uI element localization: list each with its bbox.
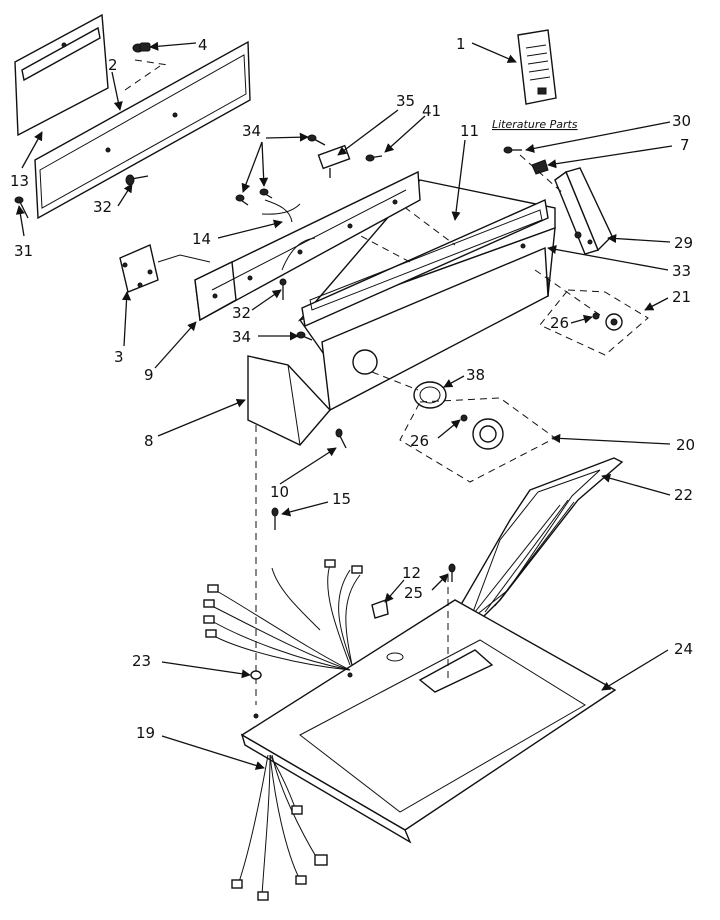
- label-part-4: 4: [198, 36, 208, 54]
- knob-assembly-20: [399, 397, 556, 483]
- label-part-26-lower: 26: [410, 432, 429, 450]
- label-part-38: 38: [466, 366, 485, 384]
- label-part-8: 8: [144, 432, 154, 450]
- screw-41: [365, 154, 383, 162]
- grommet-23: [250, 670, 262, 680]
- label-part-32-top: 32: [93, 198, 112, 216]
- wire-harness-19: [231, 754, 328, 901]
- screw-31: [14, 196, 29, 219]
- screw-10: [335, 428, 347, 449]
- label-part-25: 25: [404, 584, 423, 602]
- screw-32-top: [125, 174, 149, 186]
- wire-harness-14: [203, 203, 363, 671]
- knob-assembly-21: [539, 289, 649, 356]
- leader-lines: [15, 41, 673, 770]
- label-part-7: 7: [680, 136, 690, 154]
- label-part-10: 10: [270, 483, 289, 501]
- label-part-14: 14: [192, 230, 211, 248]
- label-part-35: 35: [396, 92, 415, 110]
- screw-25: [448, 563, 456, 582]
- clip-7: [531, 159, 549, 175]
- label-part-31: 31: [14, 242, 33, 260]
- mounting-bracket: [194, 170, 421, 322]
- literature-booklet: [517, 29, 557, 105]
- lint-screen: [454, 457, 624, 642]
- screw-32-mid: [279, 278, 287, 300]
- timer-switch: [119, 244, 211, 293]
- label-part-41: 41: [422, 102, 441, 120]
- console-body: [297, 179, 556, 412]
- label-part-26-upper: 26: [550, 314, 569, 332]
- screw-34-c: [259, 188, 273, 199]
- label-part-24: 24: [674, 640, 693, 658]
- top-cover: [240, 599, 617, 844]
- label-part-22: 22: [674, 486, 693, 504]
- label-part-23: 23: [132, 652, 151, 670]
- label-part-21: 21: [672, 288, 691, 306]
- label-part-15: 15: [332, 490, 351, 508]
- end-cap: [247, 355, 331, 446]
- clip-12: [371, 599, 389, 619]
- screw-34-b: [235, 194, 249, 206]
- label-part-9: 9: [144, 366, 154, 384]
- label-part-30: 30: [672, 112, 691, 130]
- label-part-13: 13: [10, 172, 29, 190]
- label-part-34-top: 34: [242, 122, 261, 140]
- label-part-1: 1: [456, 35, 466, 53]
- screw-4: [132, 42, 151, 53]
- label-part-12: 12: [402, 564, 421, 582]
- rear-control-panel: [34, 40, 251, 220]
- label-part-32-mid: 32: [232, 304, 251, 322]
- label-part-34-mid: 34: [232, 328, 251, 346]
- right-end-panel: [554, 167, 613, 255]
- label-part-19: 19: [136, 724, 155, 742]
- screw-30: [503, 146, 522, 154]
- label-part-33: 33: [672, 262, 691, 280]
- label-part-29: 29: [674, 234, 693, 252]
- label-part-20: 20: [676, 436, 695, 454]
- screw-15: [271, 507, 279, 530]
- screw-34-a: [307, 134, 326, 146]
- literature-parts-heading: Literature Parts: [492, 118, 578, 131]
- label-part-3: 3: [114, 348, 124, 366]
- top-access-panel: [14, 13, 109, 137]
- label-part-11: 11: [460, 122, 479, 140]
- label-part-2: 2: [108, 56, 118, 74]
